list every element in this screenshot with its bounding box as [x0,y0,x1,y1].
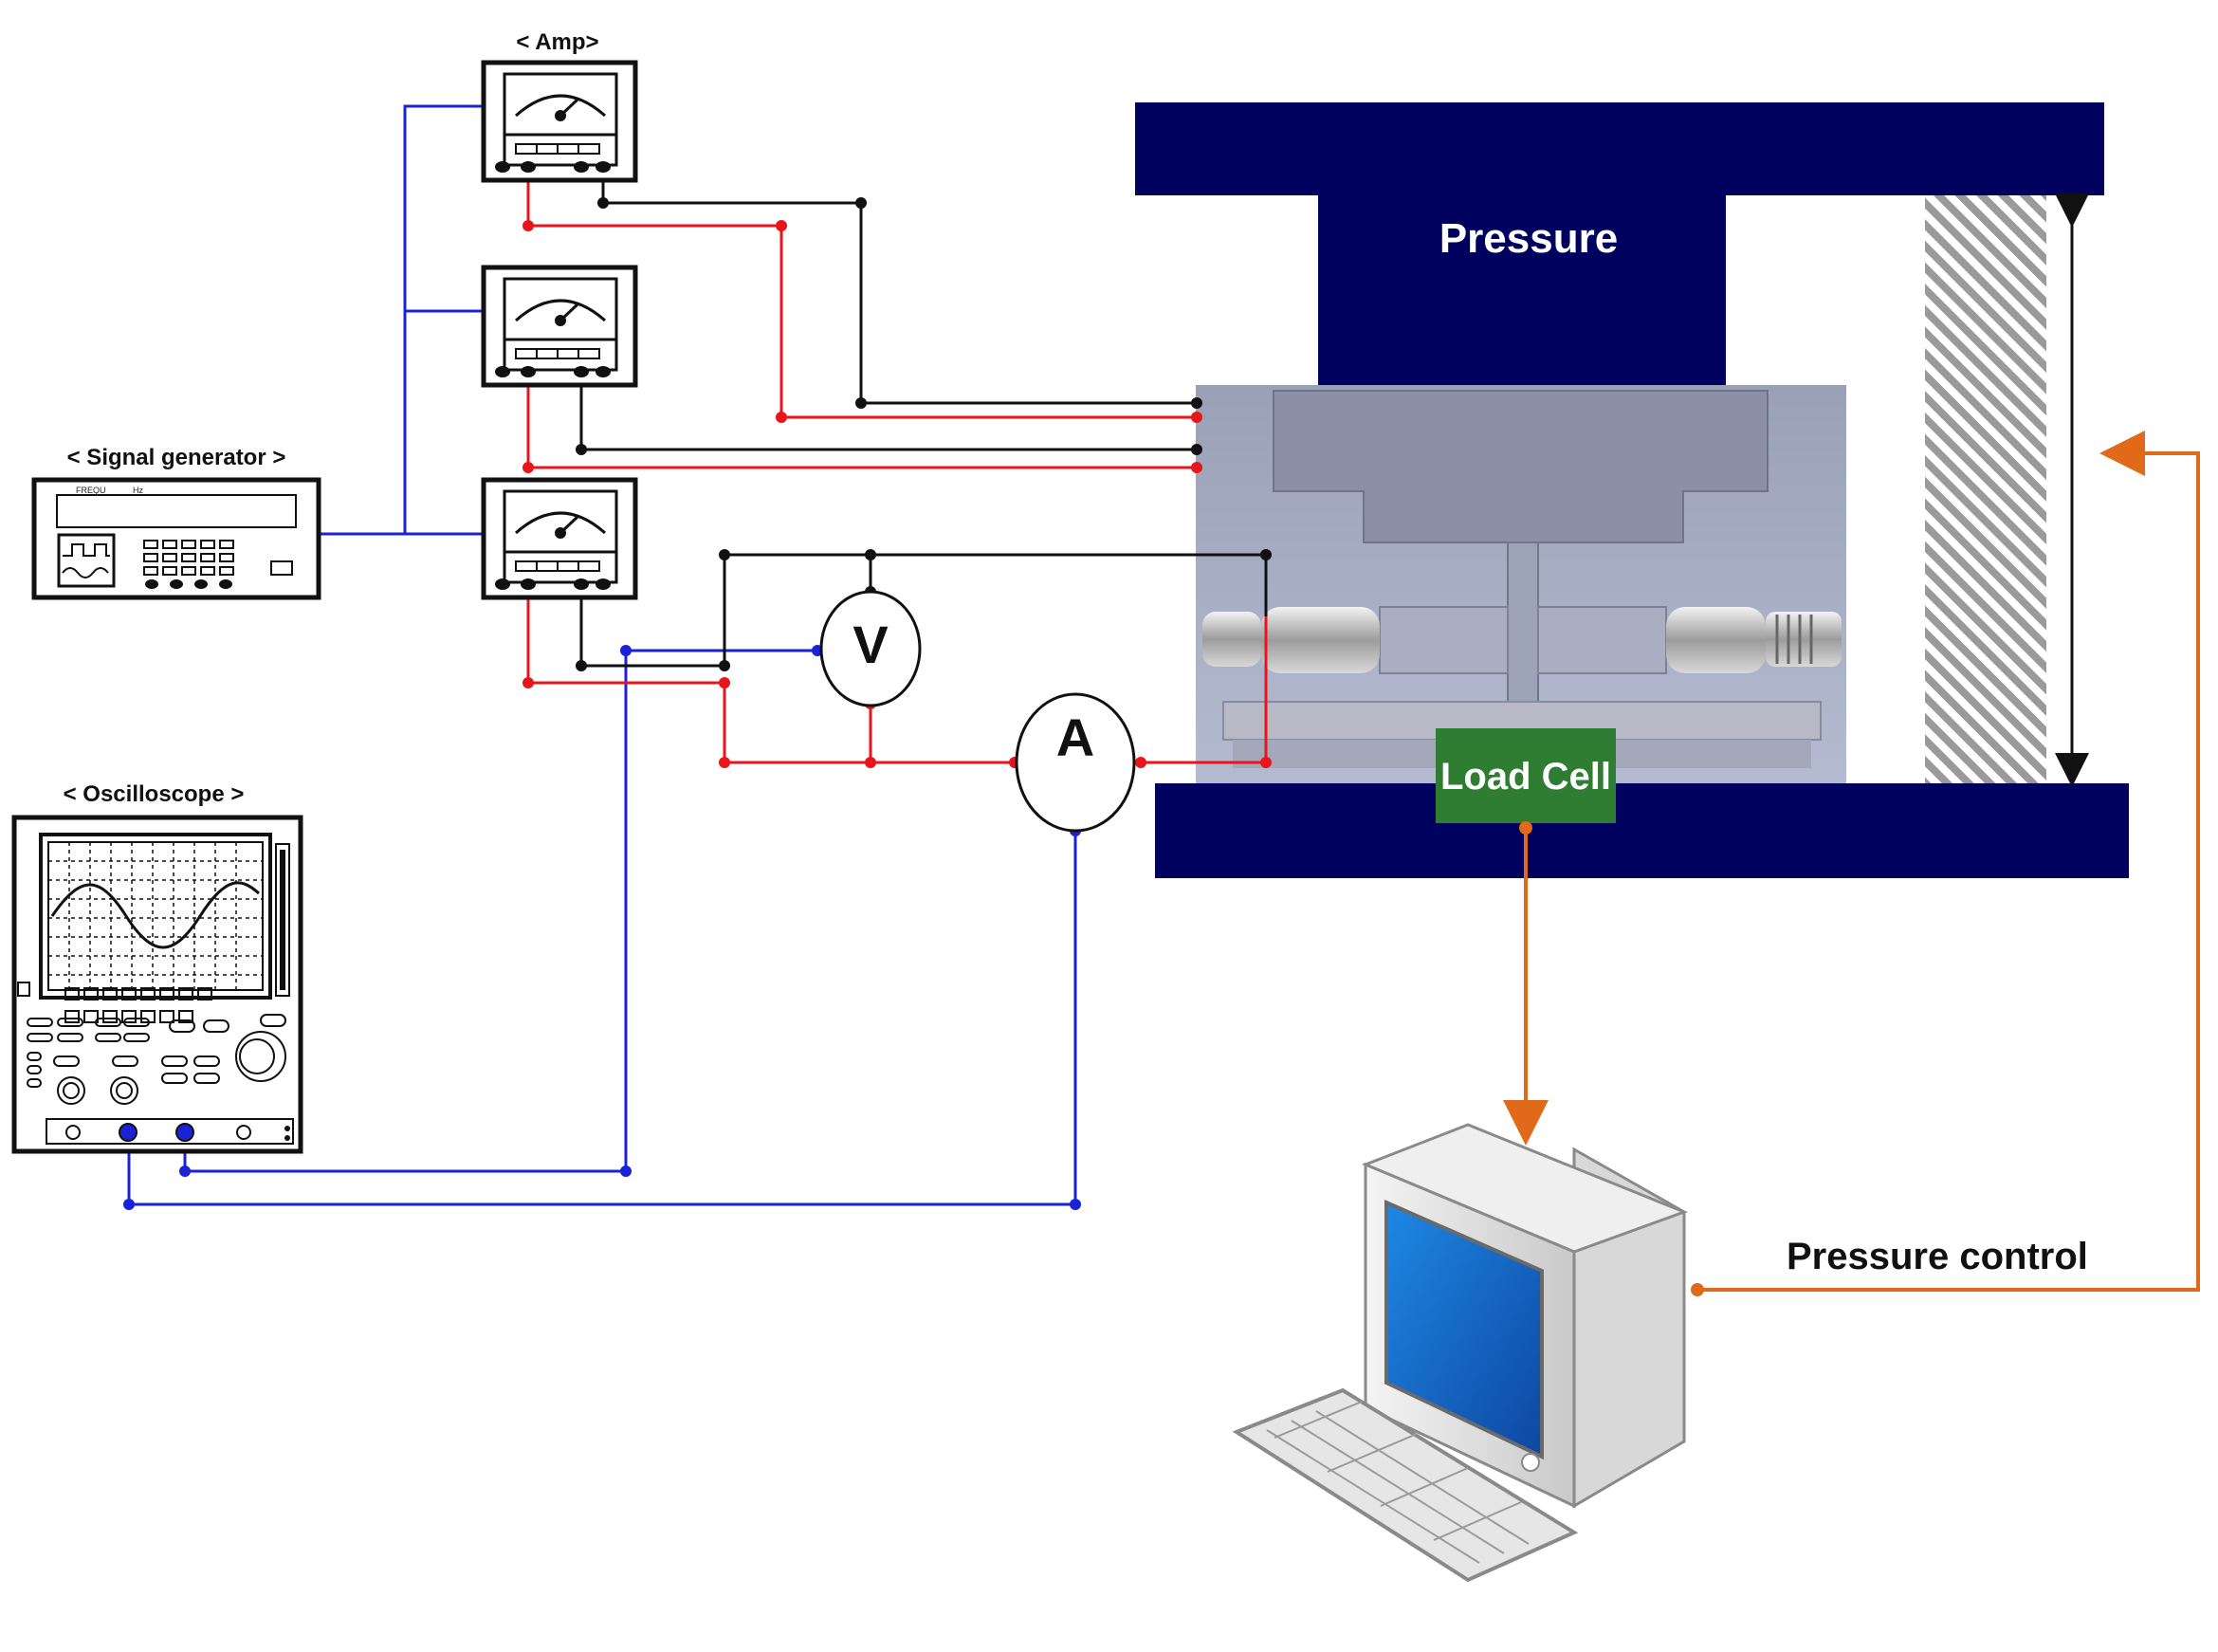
generator-small-right: Hz [133,486,143,495]
voltmeter-circle [819,590,922,707]
press-frame [1135,102,2129,878]
press-column-hatched [1925,195,2046,783]
voltmeter: V [819,590,922,707]
monitor-screen-icon [1384,1199,1544,1460]
test-fixture [1196,385,1846,783]
pressure-label: Pressure [1439,215,1618,262]
oscilloscope [11,815,303,1154]
load-cell-box [1436,728,1616,823]
oscilloscope-screen-icon [47,841,264,991]
voltmeter-label: V [852,615,888,674]
pressure-control-label: Pressure control [1787,1236,2088,1277]
orange-control-wires [1503,431,2200,1292]
ammeter-circle [1015,692,1136,833]
amp-3 [481,477,638,600]
signal-generator-label: < Signal generator > [67,445,286,470]
keyboard-icon [1232,1387,1579,1583]
press-top-plate [1135,102,2104,195]
press-bottom-plate [1155,783,2129,878]
amp-label: < Amp> [516,29,598,55]
generator-small-left: FREQU [76,486,106,495]
oscilloscope-label: < Oscilloscope > [64,781,245,807]
ammeter: A [1015,692,1136,833]
amp-3-gauge-icon [555,527,566,539]
load-cell-label: Load Cell [1440,756,1611,798]
signal-generator: FREQU Hz [31,477,321,600]
amp-1 [481,60,638,183]
load-cell: Load Cell [1436,728,1616,823]
ammeter-label: A [1056,707,1094,767]
amp-1-gauge-icon [555,110,566,121]
computer [1232,1123,1689,1583]
press-ram [1318,195,1726,395]
amp-2 [481,265,638,388]
amp-2-gauge-icon [555,315,566,326]
